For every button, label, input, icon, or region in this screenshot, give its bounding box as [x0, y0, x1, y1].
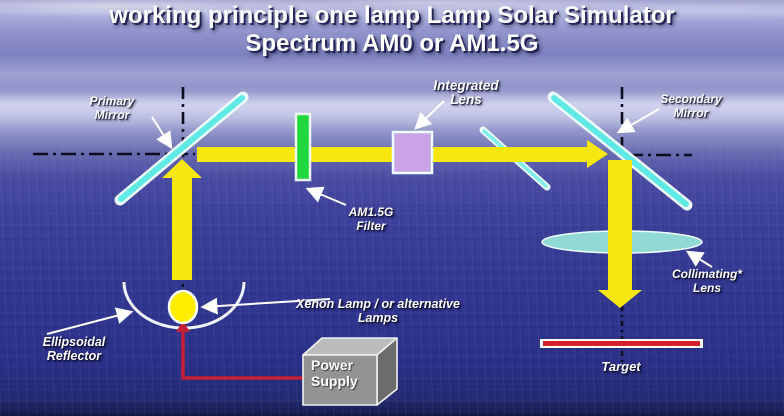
power-supply-label: Power Supply	[311, 357, 358, 389]
power-supply-box	[302, 337, 398, 406]
slide-title-line2: Spectrum AM0 or AM1.5G	[245, 30, 539, 57]
ellipsoidal-reflector-pointer-arrow	[46, 307, 134, 335]
secondary-mirror-glass	[551, 95, 689, 207]
beam-up-arrowhead	[162, 159, 202, 178]
target-surface	[543, 341, 700, 346]
am15g-filter-label: AM1.5G Filter	[348, 205, 394, 233]
am15g-filter	[294, 112, 312, 182]
power-wire	[176, 321, 305, 380]
xenon-lamp-pointer-arrow	[200, 297, 331, 315]
label-pointers	[46, 100, 713, 335]
beam-down-arrowhead	[598, 290, 642, 308]
xenon-lamp-label: Xenon Lamp / or alternative Lamps	[296, 297, 460, 325]
primary-mirror-glass	[118, 95, 245, 202]
power-wire-line	[181, 330, 305, 380]
beam-up-shaft	[172, 177, 192, 280]
integrated-lens	[391, 130, 434, 175]
secondary-mirror	[547, 91, 693, 211]
integrated-lens-pointer-arrow	[414, 100, 445, 130]
primary-mirror-pointer-arrow	[151, 116, 173, 150]
power-wire-arrowhead	[176, 321, 190, 332]
integrated-lens-label: Integrated Lens	[433, 78, 499, 107]
collimating-lens-label: Collimating* Lens	[671, 267, 743, 295]
target-plane	[540, 339, 703, 348]
primary-mirror-label: Primary Mirror	[89, 94, 135, 122]
slide-title: working principle one lamp Lamp Solar Si…	[0, 2, 784, 58]
am15g-filter-pointer-arrow	[305, 186, 347, 206]
ellipsoidal-reflector-label: Ellipsoidal Reflector	[42, 335, 106, 363]
collimating-lens-pointer-arrow	[685, 250, 713, 268]
secondary-mirror-pointer-arrow	[616, 108, 660, 134]
beam-horizontal-arrowhead	[587, 140, 608, 168]
power-supply-front-face	[302, 354, 378, 406]
xenon-lamp	[167, 289, 199, 325]
primary-mirror	[114, 91, 249, 206]
beam-down-shaft	[608, 160, 632, 290]
slide-title-line1: working principle one lamp Lamp Solar Si…	[109, 2, 675, 29]
secondary-mirror-label: Secondary Mirror	[660, 92, 722, 120]
horizon-haze	[0, 86, 784, 130]
target-label: Target	[601, 359, 641, 374]
